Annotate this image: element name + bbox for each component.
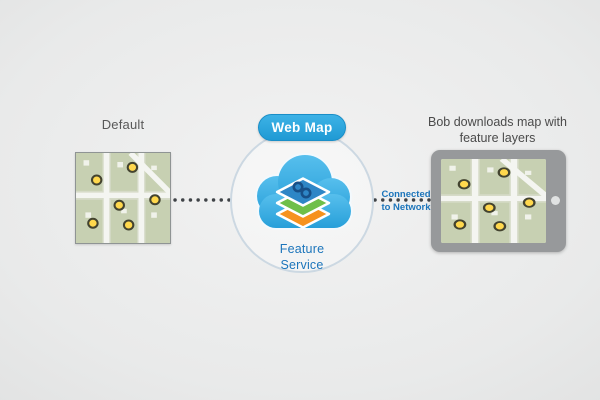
web-map-badge-label: Web Map — [271, 120, 333, 135]
tablet-camera-dot — [551, 196, 560, 205]
web-map-badge: Web Map — [258, 114, 346, 141]
bob-caption: Bob downloads map with feature layers — [428, 115, 567, 146]
feature-layers-glyph — [292, 181, 312, 199]
default-label: Default — [101, 117, 145, 132]
map-thumbnail-icon — [76, 153, 170, 243]
feature-service-label: Feature Service — [279, 242, 325, 272]
map-thumbnail-icon — [441, 159, 546, 243]
default-map-thumbnail — [75, 152, 171, 244]
dotted-connector-right — [372, 195, 434, 205]
feature-layers-icon — [275, 177, 331, 229]
web-map-cloud-group — [225, 124, 385, 284]
tablet-map-thumbnail — [441, 159, 546, 243]
connected-to-network-label: Connected to Network — [381, 189, 431, 213]
tablet-device-icon — [431, 150, 566, 252]
